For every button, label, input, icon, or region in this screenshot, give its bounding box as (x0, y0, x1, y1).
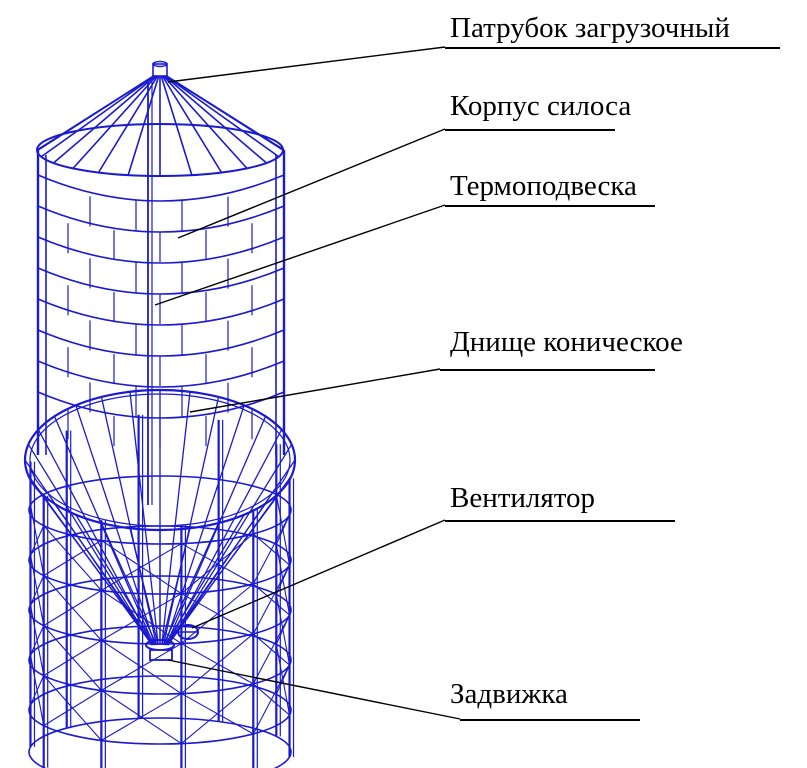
cross-brace (181, 693, 254, 735)
cone-rib (37, 429, 154, 646)
roof-rib (36, 71, 161, 151)
support-ring (28, 675, 292, 745)
leader-fan (191, 519, 446, 629)
wall-ring (37, 174, 285, 202)
cross-brace (181, 543, 254, 585)
cross-brace (101, 589, 182, 645)
cone-rib (129, 391, 159, 646)
leader-loading-nozzle (167, 46, 446, 83)
cross-brace (275, 614, 291, 645)
cone-rib (165, 416, 267, 646)
cone-rib (162, 522, 220, 646)
cross-brace (181, 643, 254, 685)
cross-brace (29, 504, 45, 576)
cone-rib (100, 396, 158, 646)
roof-outline (37, 70, 285, 151)
support-ring (28, 625, 292, 695)
cross-brace (252, 683, 290, 716)
underline-thermo-suspension (445, 205, 655, 207)
cross-brace (275, 564, 291, 595)
cross-brace (252, 633, 290, 666)
cross-brace (101, 639, 182, 695)
roof-rib (159, 71, 193, 176)
label-thermo-suspension: Термоподвеска (450, 170, 637, 202)
cone-rib (162, 396, 220, 646)
support-ring (28, 525, 292, 595)
label-gate-valve: Задвижка (450, 678, 568, 710)
cross-brace (29, 654, 45, 726)
roof-rib (97, 71, 161, 173)
roof-rib (159, 71, 268, 164)
cone-rib (166, 429, 283, 646)
cone-rib (164, 405, 245, 646)
roof-rib (159, 71, 223, 173)
leader-gate-valve (167, 659, 461, 720)
cone-rib (75, 405, 156, 646)
roof-rib (127, 71, 161, 176)
wall-ring (37, 267, 285, 295)
label-silo-body: Корпус силоса (450, 90, 632, 122)
cone-rib (100, 522, 158, 646)
cross-brace (43, 675, 102, 741)
roof-rib (40, 71, 161, 158)
cross-brace (43, 525, 102, 591)
cone-rib (167, 444, 293, 646)
cross-brace (29, 604, 45, 676)
cross-brace (275, 664, 291, 695)
leader-conical-bottom (189, 368, 441, 413)
wall-ring (37, 360, 285, 388)
label-loading-nozzle: Патрубок загрузочный (450, 12, 730, 44)
cross-brace (43, 625, 102, 691)
cone-rib (27, 444, 153, 646)
roof-rib (159, 71, 284, 151)
underline-conical-bottom (440, 369, 655, 371)
loading-nozzle (152, 63, 168, 77)
support-ring (28, 575, 292, 645)
underline-fan (445, 520, 675, 522)
cross-brace (29, 554, 45, 626)
roof-rib (52, 71, 161, 164)
underline-loading-nozzle (445, 47, 780, 49)
cone-rib (27, 475, 153, 646)
loading-nozzle-top (152, 60, 168, 68)
leader-thermo-suspension (154, 204, 446, 306)
cross-brace (101, 689, 182, 745)
wall-ring (37, 298, 285, 326)
underline-gate-valve (460, 719, 640, 721)
support-ring (28, 475, 292, 545)
cross-brace (252, 583, 290, 616)
label-fan: Вентилятор (450, 482, 596, 514)
cross-brace (275, 514, 291, 545)
wall-ring (37, 329, 285, 357)
roof-rib (72, 71, 161, 169)
leader-silo-body (177, 128, 446, 239)
cross-brace (252, 533, 290, 566)
cross-brace (43, 575, 102, 641)
cross-brace (181, 593, 254, 635)
roof-rib (159, 71, 280, 158)
label-conical-bottom: Днище коническое (450, 326, 683, 358)
wall-ring (37, 205, 285, 233)
wall-ring (37, 236, 285, 264)
roof-rib (159, 71, 248, 169)
cone-rib (24, 459, 153, 646)
cross-brace (101, 539, 182, 595)
underline-silo-body (445, 129, 615, 131)
support-ring (28, 717, 292, 768)
